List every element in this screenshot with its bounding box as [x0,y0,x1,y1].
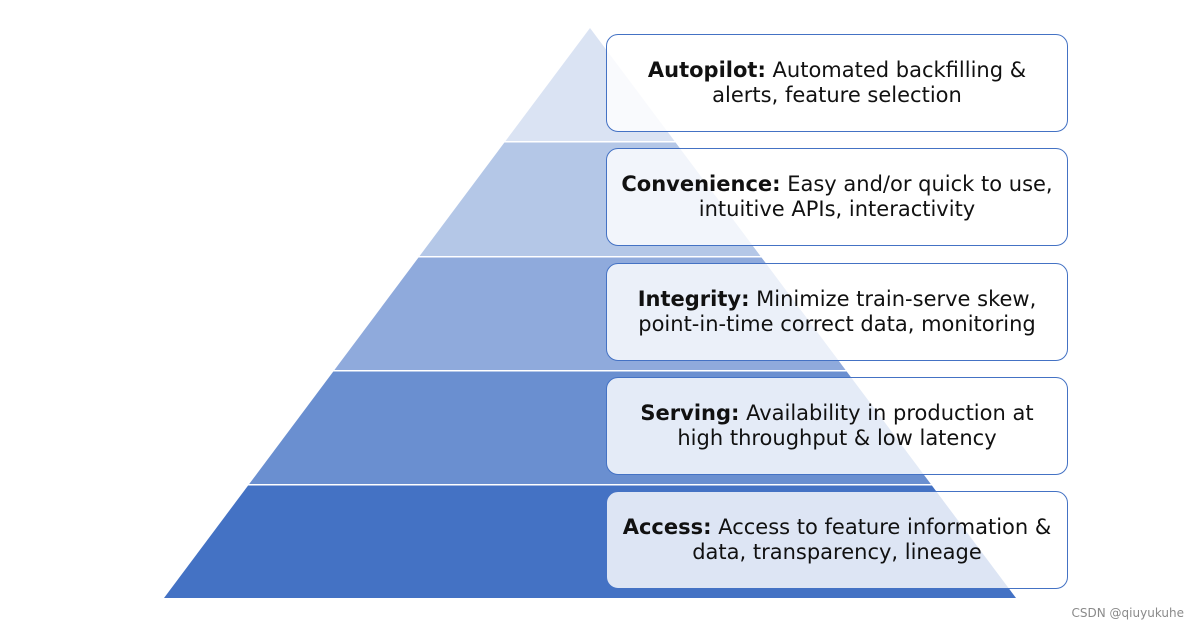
tier-text: Serving: Availability in production at h… [621,401,1053,451]
tier-text: Access: Access to feature information & … [621,515,1053,565]
tier-description: Access to feature information & data, tr… [692,515,1052,564]
tier-box-autopilot: Autopilot: Automated backfilling & alert… [606,34,1068,132]
tier-name: Autopilot: [647,58,766,82]
tier-text: Integrity: Minimize train-serve skew, po… [621,287,1053,337]
tier-name: Integrity: [637,287,750,311]
tier-name: Access: [622,515,712,539]
tier-box-access: Access: Access to feature information & … [606,491,1068,589]
tier-box-convenience: Convenience: Easy and/or quick to use, i… [606,148,1068,246]
tier-description: Easy and/or quick to use, intuitive APIs… [698,172,1053,221]
tier-box-serving: Serving: Availability in production at h… [606,377,1068,475]
tier-name: Serving: [640,401,740,425]
tier-description: Availability in production at high throu… [677,401,1034,450]
tier-description: Automated backfilling & alerts, feature … [712,58,1027,107]
tier-name: Convenience: [621,172,781,196]
tier-description: Minimize train-serve skew, point-in-time… [638,287,1037,336]
tier-text: Autopilot: Automated backfilling & alert… [621,58,1053,108]
watermark: CSDN @qiuyukuhe [1071,606,1184,620]
tier-box-integrity: Integrity: Minimize train-serve skew, po… [606,263,1068,361]
tier-text: Convenience: Easy and/or quick to use, i… [621,172,1053,222]
